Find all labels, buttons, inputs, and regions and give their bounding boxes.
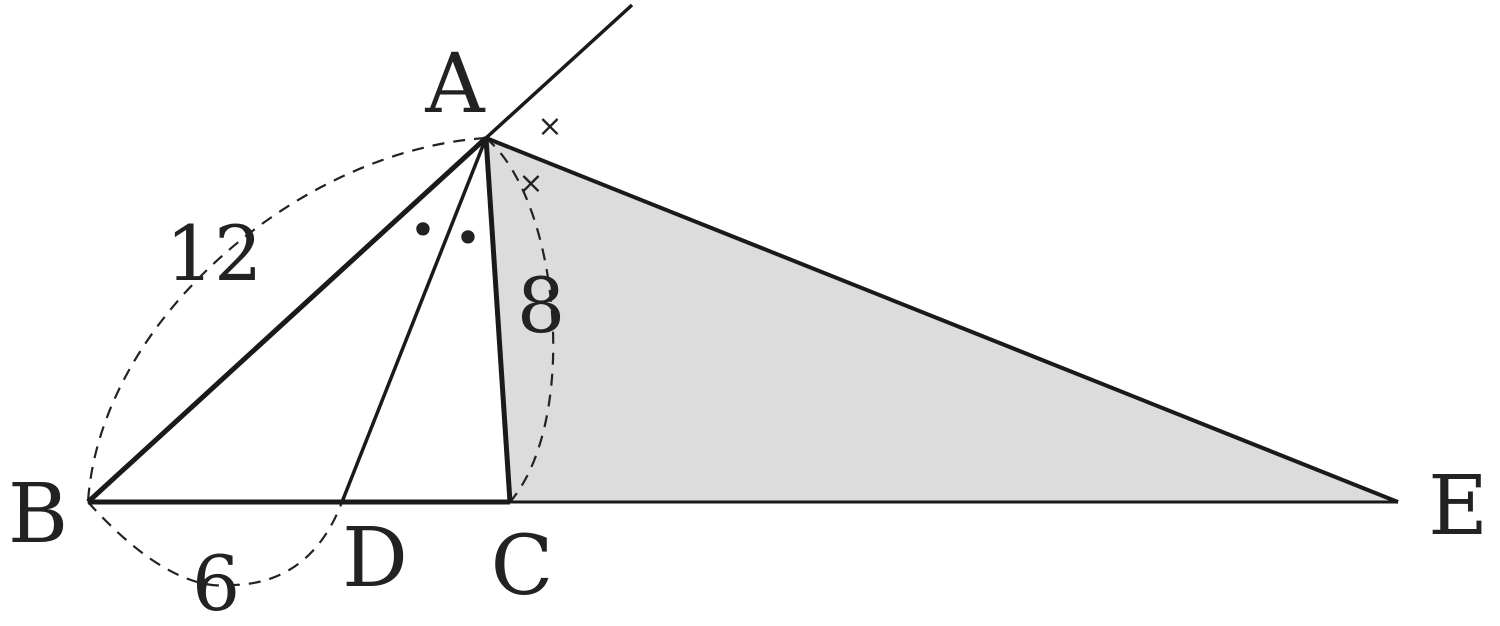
segment-ab xyxy=(86,136,488,504)
length-label-bd: 6 xyxy=(192,539,240,626)
dashed-arc-ab xyxy=(86,136,487,503)
length-label-ab: 12 xyxy=(166,209,263,298)
segment-ad xyxy=(340,137,488,503)
angle-cross-exterior: × xyxy=(537,109,562,144)
point-label-a: A xyxy=(424,37,486,132)
length-label-ac: 8 xyxy=(517,261,565,350)
angle-cross-cae: × xyxy=(518,166,543,201)
angle-dot-bad: • xyxy=(409,203,436,257)
point-label-c: C xyxy=(491,519,554,614)
segment-ac xyxy=(483,137,513,503)
dashed-arc-bd xyxy=(87,501,344,587)
point-label-e: E xyxy=(1428,459,1488,554)
point-label-d: D xyxy=(342,511,408,606)
line-ba-extension xyxy=(484,3,634,140)
point-label-b: B xyxy=(8,467,68,562)
angle-dot-dac: • xyxy=(454,211,481,265)
segment-ae xyxy=(485,136,1399,504)
dashed-arc-ac xyxy=(485,137,555,503)
